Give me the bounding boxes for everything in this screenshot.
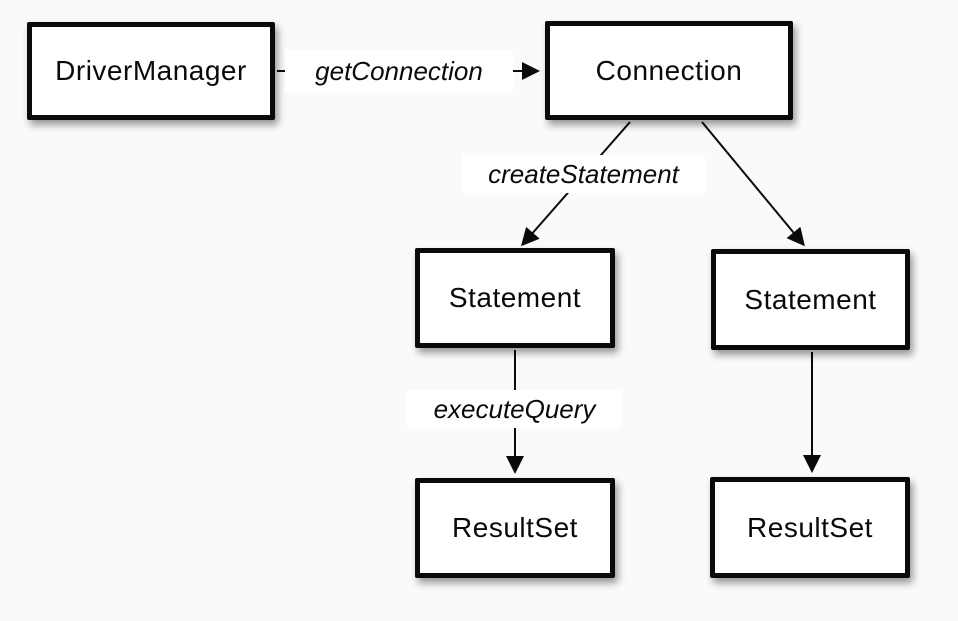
node-statement-left-label: Statement <box>448 282 582 313</box>
node-connection-label: Connection <box>595 54 743 86</box>
edge-connection-to-right-statement-line <box>701 121 805 247</box>
node-connection: Connection <box>545 21 793 120</box>
node-statement-right: Statement <box>711 249 910 350</box>
node-drivermanager-label: DriverManager <box>55 55 247 86</box>
node-drivermanager: DriverManager <box>27 22 275 120</box>
edge-label-getconnection: getConnection <box>285 50 513 93</box>
node-resultset-left-label: ResultSet <box>452 512 578 543</box>
node-resultset-left: ResultSet <box>415 478 615 578</box>
node-statement-left: Statement <box>415 248 615 348</box>
node-resultset-right: ResultSet <box>710 477 910 578</box>
node-statement-right-label: Statement <box>744 283 877 315</box>
edge-label-executequery: executeQuery <box>407 390 622 428</box>
edge-label-createstatement: createStatement <box>462 155 705 193</box>
node-resultset-right-label: ResultSet <box>747 511 873 543</box>
